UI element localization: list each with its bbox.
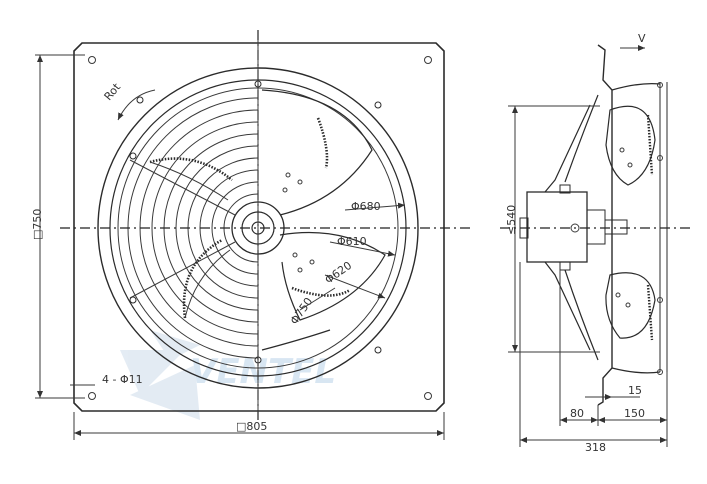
front-view: Rot Φ680 Φ610 Φ620 Φ750 □750 4 - Φ11 □80…: [31, 30, 470, 440]
finger-guard: [127, 85, 259, 359]
dim-d610: Φ610: [337, 235, 367, 248]
fan-blades-right: [261, 89, 386, 351]
side-wall-plate: [597, 44, 613, 406]
side-dim-80: 80: [570, 407, 584, 420]
dim-width: □805: [236, 420, 267, 433]
mount-hole-tr: [424, 56, 432, 64]
mount-hole-br: [424, 392, 432, 400]
side-dim-15: 15: [628, 384, 642, 397]
watermark: VENTEL: [120, 330, 336, 420]
rotation-arrow: [117, 89, 156, 121]
mounting-plate: [73, 42, 445, 412]
mount-hole-bl: [88, 392, 96, 400]
airflow-label: V: [638, 32, 646, 45]
rotation-label: Rot: [102, 80, 124, 103]
mount-hole-tl: [88, 56, 96, 64]
dim-d680: Φ680: [351, 200, 381, 213]
side-view: V ≤540 15 80 150 318: [500, 32, 690, 454]
fan-blades-left: [149, 157, 233, 319]
side-dim-150: 150: [624, 407, 645, 420]
side-motor: [526, 191, 588, 263]
side-dim-height: ≤540: [505, 205, 518, 235]
dim-height: □750: [31, 209, 44, 240]
side-dim-318: 318: [585, 441, 606, 454]
dim-d620: Φ620: [322, 259, 354, 287]
dim-holes: 4 - Φ11: [102, 373, 143, 386]
watermark-text: VENTEL: [190, 352, 336, 392]
